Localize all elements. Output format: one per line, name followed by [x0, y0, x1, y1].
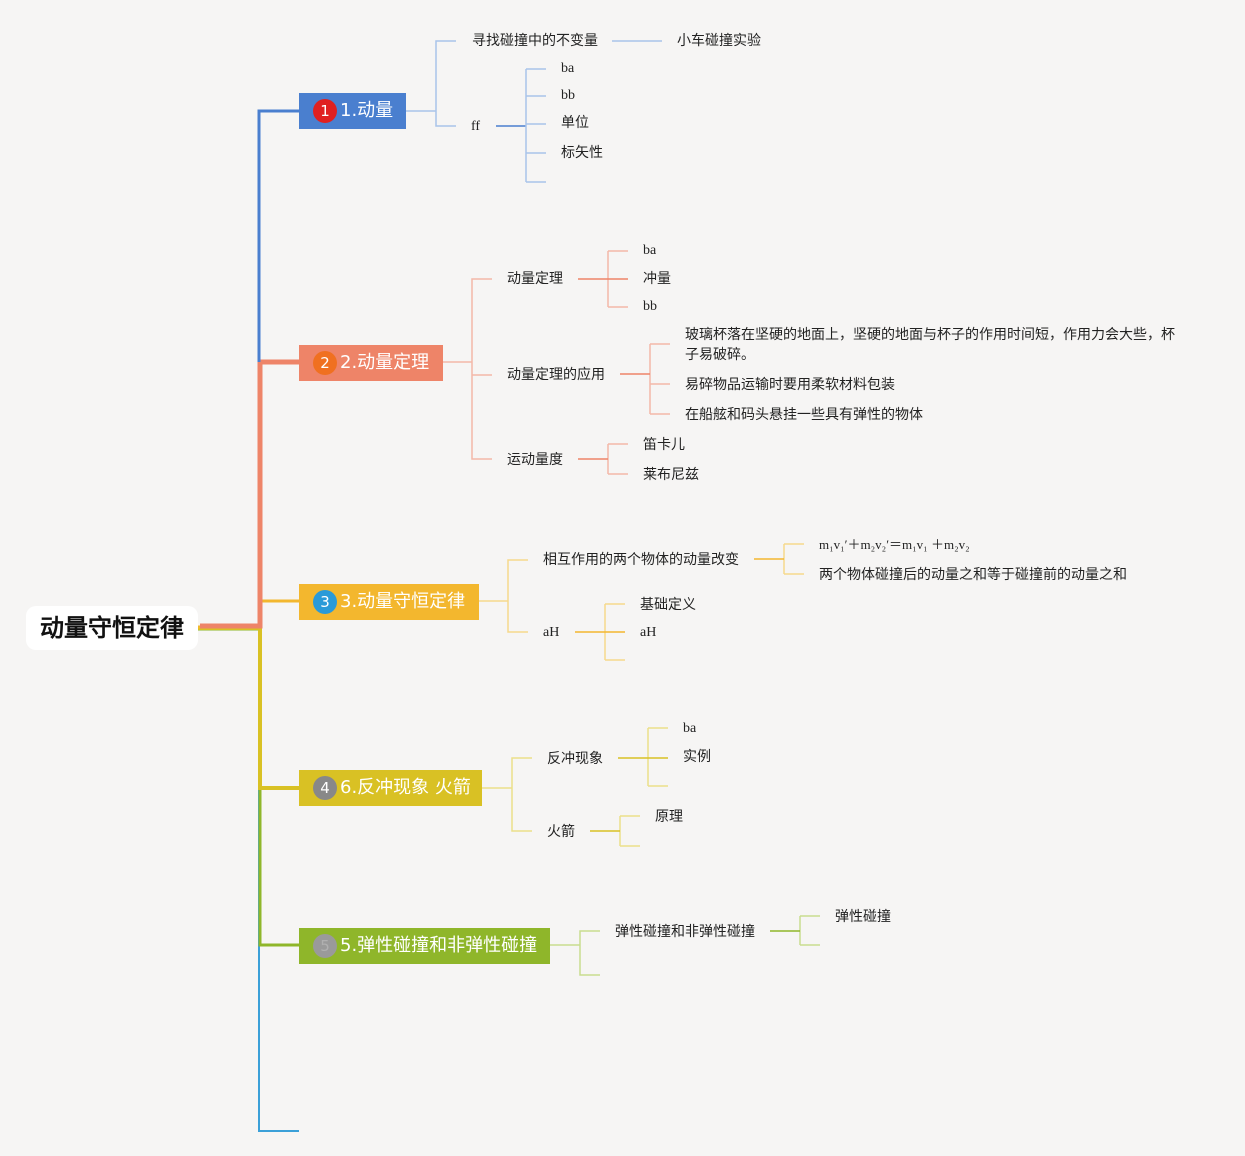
trunk-b4 [198, 626, 299, 790]
node-momentum-change[interactable]: 相互作用的两个物体的动量改变 [543, 552, 739, 568]
node-impulse[interactable]: 冲量 [643, 271, 671, 287]
node-motion-measure[interactable]: 运动量度 [507, 452, 563, 468]
node-elastic-collision[interactable]: 弹性碰撞 [835, 909, 891, 925]
node-basic-definition[interactable]: 基础定义 [640, 597, 696, 613]
node-recoil-ba[interactable]: ba [683, 721, 697, 736]
node-ah[interactable]: aH [543, 625, 560, 640]
root-topic[interactable]: 动量守恒定律 [26, 606, 198, 650]
node-theorem-bb[interactable]: bb [643, 299, 657, 314]
node-unit[interactable]: 单位 [561, 115, 589, 131]
node-elastic-objects[interactable]: 在船舷和码头悬挂一些具有弹性的物体 [685, 407, 923, 423]
trunk-tail [198, 626, 299, 1132]
badge-5: 5 [313, 934, 337, 958]
badge-3: 3 [313, 590, 337, 614]
branch-2-topic[interactable]: 2 2.动量定理 [299, 345, 443, 381]
node-ff-ba[interactable]: ba [561, 61, 575, 76]
node-collision-types[interactable]: 弹性碰撞和非弹性碰撞 [615, 924, 755, 940]
branch-4-topic[interactable]: 4 6.反冲现象 火箭 [299, 770, 482, 806]
node-formula[interactable]: m₁v₁′＋m₂v₂′＝m₁v₁ ＋m₂v₂ [819, 537, 970, 552]
node-descartes[interactable]: 笛卡儿 [643, 437, 685, 453]
branch-1-topic[interactable]: 1 1.动量 [299, 93, 406, 129]
node-sum-equal[interactable]: 两个物体碰撞后的动量之和等于碰撞前的动量之和 [819, 567, 1127, 583]
branch-2-label: 2.动量定理 [340, 352, 430, 373]
node-find-invariant[interactable]: 寻找碰撞中的不变量 [472, 33, 598, 49]
branch-4-label: 6.反冲现象 火箭 [340, 777, 471, 798]
branch-3-topic[interactable]: 3 3.动量守恒定律 [299, 584, 479, 620]
node-ah-child[interactable]: aH [640, 625, 657, 640]
badge-2: 2 [313, 351, 337, 375]
node-leibniz[interactable]: 莱布尼兹 [643, 467, 699, 483]
node-theorem-application[interactable]: 动量定理的应用 [507, 367, 605, 383]
branch-3-label: 3.动量守恒定律 [340, 591, 466, 612]
branch-5-label: 5.弹性碰撞和非弹性碰撞 [340, 935, 538, 956]
node-ff[interactable]: ff [471, 119, 481, 134]
node-rocket[interactable]: 火箭 [547, 824, 575, 840]
trunk-b3 [198, 599, 299, 629]
branch-4-lines [482, 727, 668, 847]
branch-1-label: 1.动量 [340, 100, 394, 121]
node-glass-cup[interactable]: 玻璃杯落在坚硬的地面上，坚硬的地面与杯子的作用时间短，作用力会大些，杯子易破碎。 [685, 327, 1175, 363]
trunk-b2 [200, 359, 299, 629]
branch-3-lines [479, 543, 804, 661]
badge-4: 4 [313, 776, 337, 800]
node-fragile-packaging[interactable]: 易碎物品运输时要用柔软材料包装 [685, 377, 895, 393]
node-examples[interactable]: 实例 [683, 749, 711, 765]
node-theorem-ba[interactable]: ba [643, 243, 657, 258]
node-recoil[interactable]: 反冲现象 [547, 751, 603, 767]
node-principle[interactable]: 原理 [655, 809, 683, 825]
node-ff-bb[interactable]: bb [561, 88, 575, 103]
node-cart-collision[interactable]: 小车碰撞实验 [677, 33, 761, 49]
branch-2-lines [443, 250, 670, 475]
node-vector[interactable]: 标矢性 [561, 145, 603, 161]
branch-5-topic[interactable]: 5 5.弹性碰撞和非弹性碰撞 [299, 928, 550, 964]
badge-1: 1 [313, 99, 337, 123]
node-momentum-theorem[interactable]: 动量定理 [507, 271, 563, 287]
trunk-b1 [257, 109, 299, 362]
branch-1-lines [406, 40, 662, 127]
